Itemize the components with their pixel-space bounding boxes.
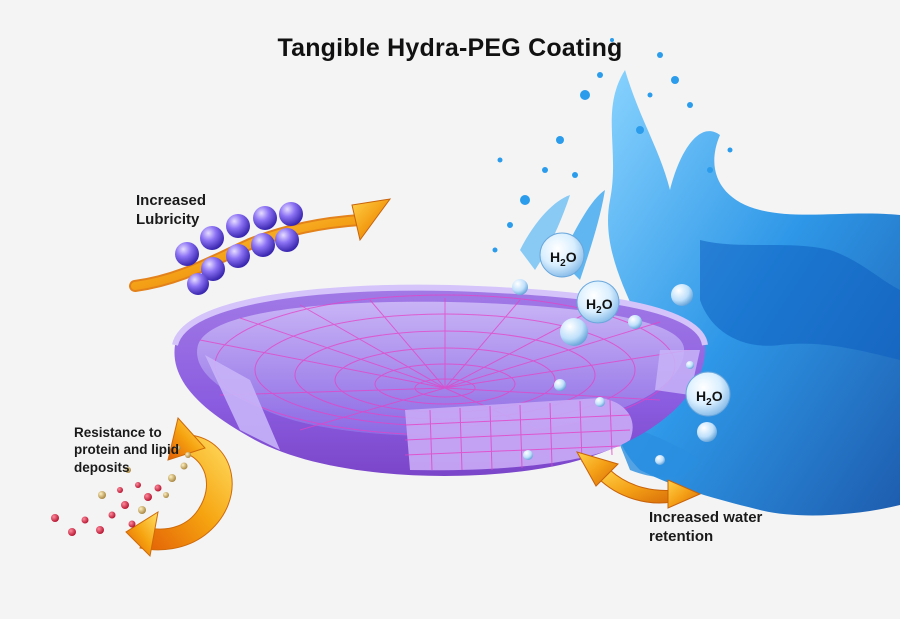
h2o-bubble-3: H2O: [685, 371, 731, 417]
h2o-symbol: H: [586, 296, 596, 312]
polymer-chain: [129, 198, 392, 295]
water-retention-label-line: retention: [649, 528, 714, 546]
h2o-symbol: H: [696, 388, 706, 404]
svg-text:H2O: H2O: [550, 249, 577, 269]
lubricity-label: Increased Lubricity: [136, 191, 206, 229]
h2o-bubble-1: H2O: [539, 232, 585, 278]
h2o-suffix: O: [712, 388, 723, 404]
water-retention-label-line: Increased water: [649, 509, 763, 526]
water-retention-label: Increased water retention: [649, 508, 762, 546]
h2o-subscript: 2: [560, 258, 566, 269]
h2o-suffix: O: [566, 249, 577, 265]
h2o-subscript: 2: [706, 397, 712, 408]
h2o-suffix: O: [602, 296, 613, 312]
h2o-subscript: 2: [596, 305, 602, 316]
svg-text:H2O: H2O: [696, 388, 723, 408]
resistance-label-line: Resistance to: [74, 425, 162, 440]
deposit-particles: [51, 445, 191, 536]
lubricity-label-line: Increased: [136, 192, 207, 209]
resistance-label-line: deposits: [74, 459, 130, 475]
h2o-symbol: H: [550, 249, 560, 265]
h2o-bubble-2: H2O: [576, 280, 620, 324]
lubricity-label-line: Lubricity: [136, 211, 200, 229]
resistance-label-line: protein and lipid: [74, 442, 179, 458]
resistance-label: Resistance to protein and lipid deposits: [74, 424, 179, 476]
water-droplets: [512, 279, 717, 465]
diagram-title: Tangible Hydra-PEG Coating: [277, 34, 623, 62]
svg-text:H2O: H2O: [586, 296, 613, 316]
water-retention-arrow: [575, 451, 702, 509]
